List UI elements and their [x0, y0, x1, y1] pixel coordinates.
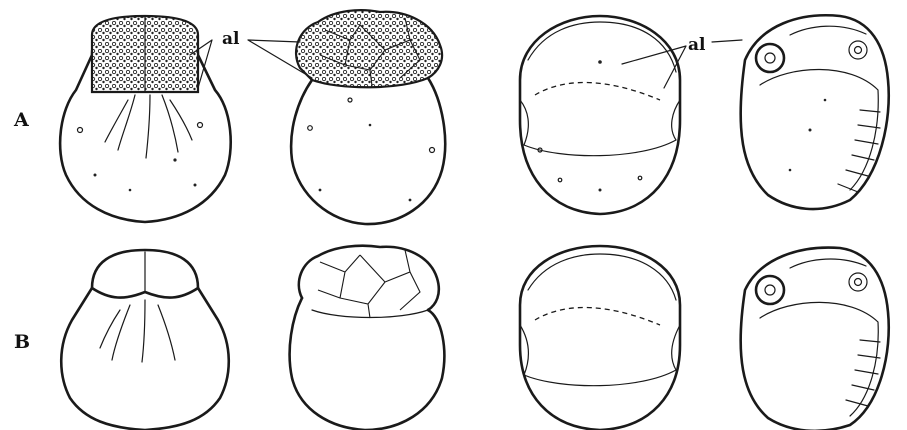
- embryo-b1: [61, 250, 229, 430]
- embryo-b4: [741, 248, 889, 430]
- embryo-a2: [291, 10, 445, 224]
- embryo-a4: [741, 15, 889, 209]
- embryo-b2: [290, 246, 445, 430]
- embryo-a3: [520, 16, 680, 214]
- annotation-al-right: al: [688, 35, 706, 55]
- row-label-a: A: [13, 109, 29, 131]
- row-label-b: B: [14, 331, 30, 353]
- annotation-al-left: al: [222, 29, 240, 49]
- embryo-a1: [60, 16, 231, 222]
- embryo-b3: [520, 246, 680, 430]
